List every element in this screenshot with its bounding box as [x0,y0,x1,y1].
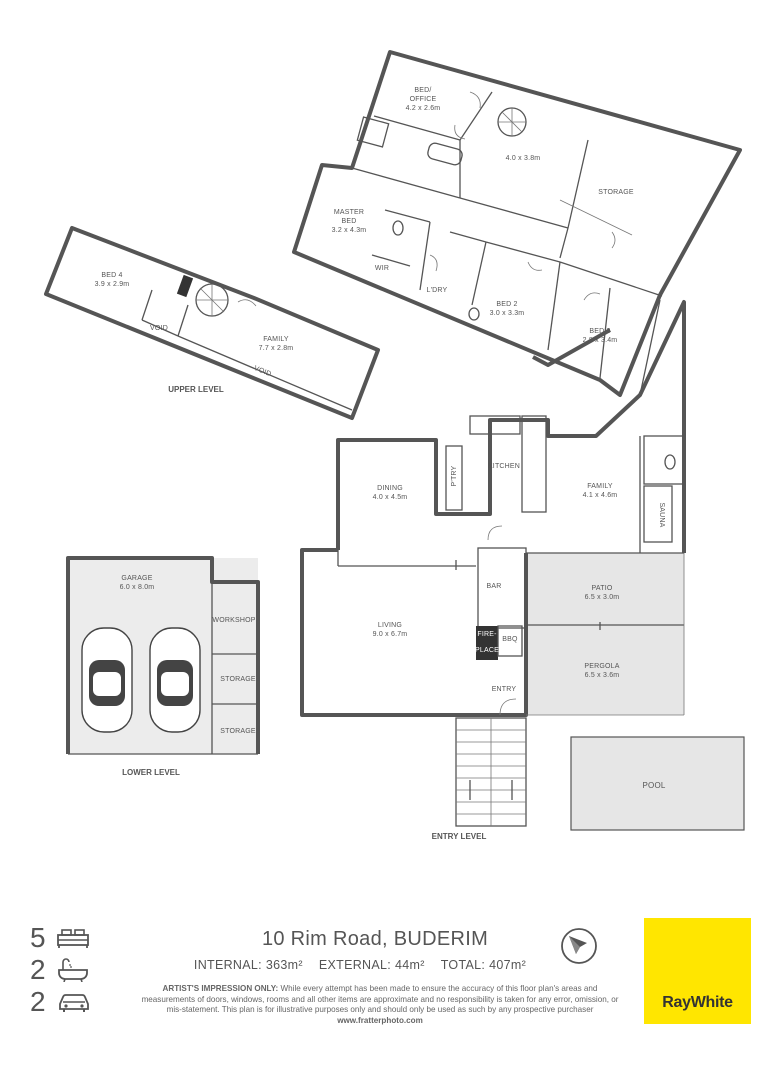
entry-level-labels: DINING 4.0 x 4.5m P'TRY KITCHEN FAMILY 4… [373,463,666,841]
label-patio-1: PATIO [592,585,613,592]
label-dining-2: 4.0 x 4.5m [373,494,408,501]
upper-main-labels: BED/ OFFICE 4.2 x 2.6m 4.0 x 3.8m STORAG… [332,87,634,344]
label-bed4-1: BED 4 [101,272,122,279]
label-family-upper-2: 7.7 x 2.8m [259,345,294,352]
label-garage-2: 6.0 x 8.0m [120,584,155,591]
upper-main-wing [292,50,742,397]
external-label: EXTERNAL: [318,958,392,972]
level-title-lower: LOWER LEVEL [122,768,180,777]
beds-count: 5 [30,922,46,953]
baths-count: 2 [30,954,46,985]
level-title-upper: UPPER LEVEL [168,385,224,394]
label-family-upper-1: FAMILY [263,336,289,343]
upper-west-labels: BED 4 3.9 x 2.9m VOID FAMILY 7.7 x 2.8m … [95,272,294,394]
label-pool: POOL [642,781,665,790]
label-bed-office-1: BED/ [414,87,431,94]
label-master-bed-2: BED [342,218,357,225]
label-living-2: 9.0 x 6.7m [373,631,408,638]
lower-level-labels: GARAGE 6.0 x 8.0m WORKSHOP STORAGE STORA… [120,575,256,777]
bathtub-icon [58,958,88,982]
total-label: TOTAL: [440,958,486,972]
disclaimer-website: www.fratterphoto.com [337,1015,423,1025]
label-entry: ENTRY [492,686,517,693]
label-bbq: BBQ [502,636,518,643]
car-top-view-1 [81,627,133,733]
entry-level-plan [300,299,686,827]
label-dining-1: DINING [377,485,403,492]
label-bed3-1: BED 3 [589,328,610,335]
area-summary: INTERNAL:363m² EXTERNAL:44m² TOTAL:407m² [150,958,570,972]
label-upper-room: 4.0 x 3.8m [506,155,541,162]
label-pergola-1: PERGOLA [584,663,619,670]
label-bed2-2: 3.0 x 3.3m [490,310,525,317]
label-bed2-1: BED 2 [496,301,517,308]
north-compass-icon [561,928,597,964]
label-family-entry-1: FAMILY [587,483,613,490]
feature-summary: 5 2 2 [30,922,92,1018]
pool-outline [570,736,745,831]
label-bar: BAR [487,583,502,590]
label-void-small: VOID [150,325,168,332]
garage-plan [66,556,260,755]
label-pantry: P'TRY [451,465,458,486]
upper-west-wing [44,226,380,420]
internal-value: 363m² [265,958,303,972]
brand-name: RayWhite [662,994,733,1011]
label-workshop: WORKSHOP [212,617,255,624]
label-bed-office-3: 4.2 x 2.6m [406,105,441,112]
label-fireplace-2: PLACE [475,647,499,654]
label-storage-b: STORAGE [220,728,256,735]
label-storage-a: STORAGE [220,676,256,683]
label-bed4-2: 3.9 x 2.9m [95,281,130,288]
property-address: 10 Rim Road, BUDERIM [261,928,489,950]
bed-icon [57,929,89,948]
label-bed-office-2: OFFICE [410,96,437,103]
label-master-bed-3: 3.2 x 4.3m [332,227,367,234]
level-title-entry: ENTRY LEVEL [432,832,487,841]
disclaimer-body: While every attempt has been made to ens… [141,984,619,1015]
disclaimer-lead: ARTIST'S IMPRESSION ONLY: [162,984,279,993]
label-wir: WIR [375,265,389,272]
raywhite-logo: RayWhite [644,918,751,1024]
label-master-bed-1: MASTER [334,209,364,216]
car-top-view-2 [149,627,201,733]
beds-row: 5 [30,922,92,954]
total-value: 407m² [489,958,527,972]
label-storage-upper: STORAGE [598,189,634,196]
internal-label: INTERNAL: [193,958,262,972]
label-patio-2: 6.5 x 3.0m [585,594,620,601]
label-fireplace-1: FIRE- [477,631,497,638]
cars-count: 2 [30,986,46,1017]
label-kitchen: KITCHEN [488,463,520,470]
disclaimer: ARTIST'S IMPRESSION ONLY: While every at… [140,984,620,1026]
label-bed3-2: 2.8 x 3.4m [583,337,618,344]
label-sauna: SAUNA [658,502,665,527]
external-value: 44m² [395,958,425,972]
floor-plan: BED/ OFFICE 4.2 x 2.6m 4.0 x 3.8m STORAG… [44,50,745,841]
car-icon [59,994,89,1012]
label-garage-1: GARAGE [121,575,152,582]
baths-row: 2 [30,954,92,986]
label-void-long: VOID [253,365,272,378]
cars-row: 2 [30,986,92,1018]
label-living-1: LIVING [378,622,402,629]
label-pergola-2: 6.5 x 3.6m [585,672,620,679]
entry-stair-treads [456,729,526,815]
label-laundry: L'DRY [427,287,448,294]
label-family-entry-2: 4.1 x 4.6m [583,492,618,499]
